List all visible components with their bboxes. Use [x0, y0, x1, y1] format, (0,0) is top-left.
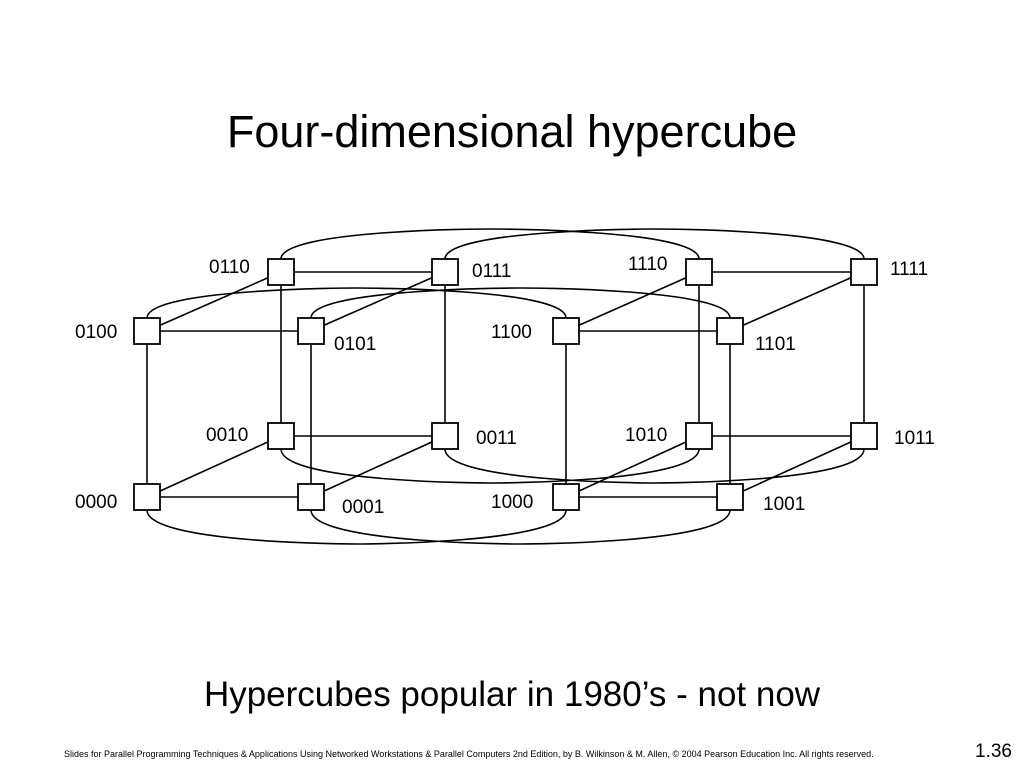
node-label-1000: 1000: [491, 492, 533, 513]
edge-0111-1111: [444, 228, 865, 260]
node-1101: [716, 317, 744, 345]
edge-0110-1110: [280, 228, 700, 260]
node-label-1101: 1101: [755, 334, 796, 355]
edge-0001-1001: [310, 509, 731, 545]
edge-0100-0110: [146, 271, 282, 332]
node-label-0110: 0110: [209, 257, 250, 278]
node-0010: [267, 422, 295, 450]
slide-title: Four-dimensional hypercube: [226, 106, 798, 157]
node-label-0010: 0010: [206, 425, 248, 446]
node-1100: [552, 317, 580, 345]
edge-1100-1110: [565, 271, 700, 332]
edge-1001-1011: [729, 435, 865, 498]
node-1110: [685, 258, 713, 286]
node-1011: [850, 422, 878, 450]
node-label-1001: 1001: [763, 494, 805, 515]
edge-0100-1100: [146, 287, 567, 319]
edge-0011-1011: [444, 448, 865, 484]
curved-edges: [146, 228, 865, 545]
slide-subtitle: Hypercubes popular in 1980’s - not now: [203, 675, 821, 714]
node-1111: [850, 258, 878, 286]
node-label-1110: 1110: [628, 254, 667, 275]
edge-1101-1111: [729, 271, 865, 332]
node-0000: [133, 483, 161, 511]
edge-0010-1010: [280, 448, 700, 484]
node-label-0001: 0001: [342, 497, 384, 518]
nodes: [133, 258, 878, 511]
node-label-1011: 1011: [894, 428, 935, 449]
node-label-0100: 0100: [75, 322, 117, 343]
footer-credit: Slides for Parallel Programming Techniqu…: [64, 749, 874, 759]
node-0111: [431, 258, 459, 286]
edge-0101-1101: [310, 287, 731, 319]
edge-0101-0111: [310, 271, 446, 332]
node-label-0111: 0111: [472, 261, 511, 282]
edge-1000-1010: [565, 435, 700, 498]
node-0100: [133, 317, 161, 345]
node-0011: [431, 422, 459, 450]
node-label-1100: 1100: [491, 322, 532, 343]
node-labels: 0000 0001 0010 0011 0100 0101 0110 0111 1000 1001…: [75, 254, 935, 518]
edge-0001-0011: [310, 435, 446, 498]
node-0101: [297, 317, 325, 345]
node-0110: [267, 258, 295, 286]
node-0001: [297, 483, 325, 511]
node-1000: [552, 483, 580, 511]
edge-0000-0010: [146, 435, 282, 498]
node-1001: [716, 483, 744, 511]
straight-edges: [146, 271, 865, 498]
node-label-1010: 1010: [625, 425, 667, 446]
node-label-0000: 0000: [75, 492, 117, 513]
node-label-1111: 1111: [890, 259, 928, 280]
slide-number: 1.36: [975, 741, 1012, 762]
node-label-0011: 0011: [476, 428, 517, 449]
node-1010: [685, 422, 713, 450]
edge-0000-1000: [146, 509, 567, 545]
node-label-0101: 0101: [334, 334, 376, 355]
